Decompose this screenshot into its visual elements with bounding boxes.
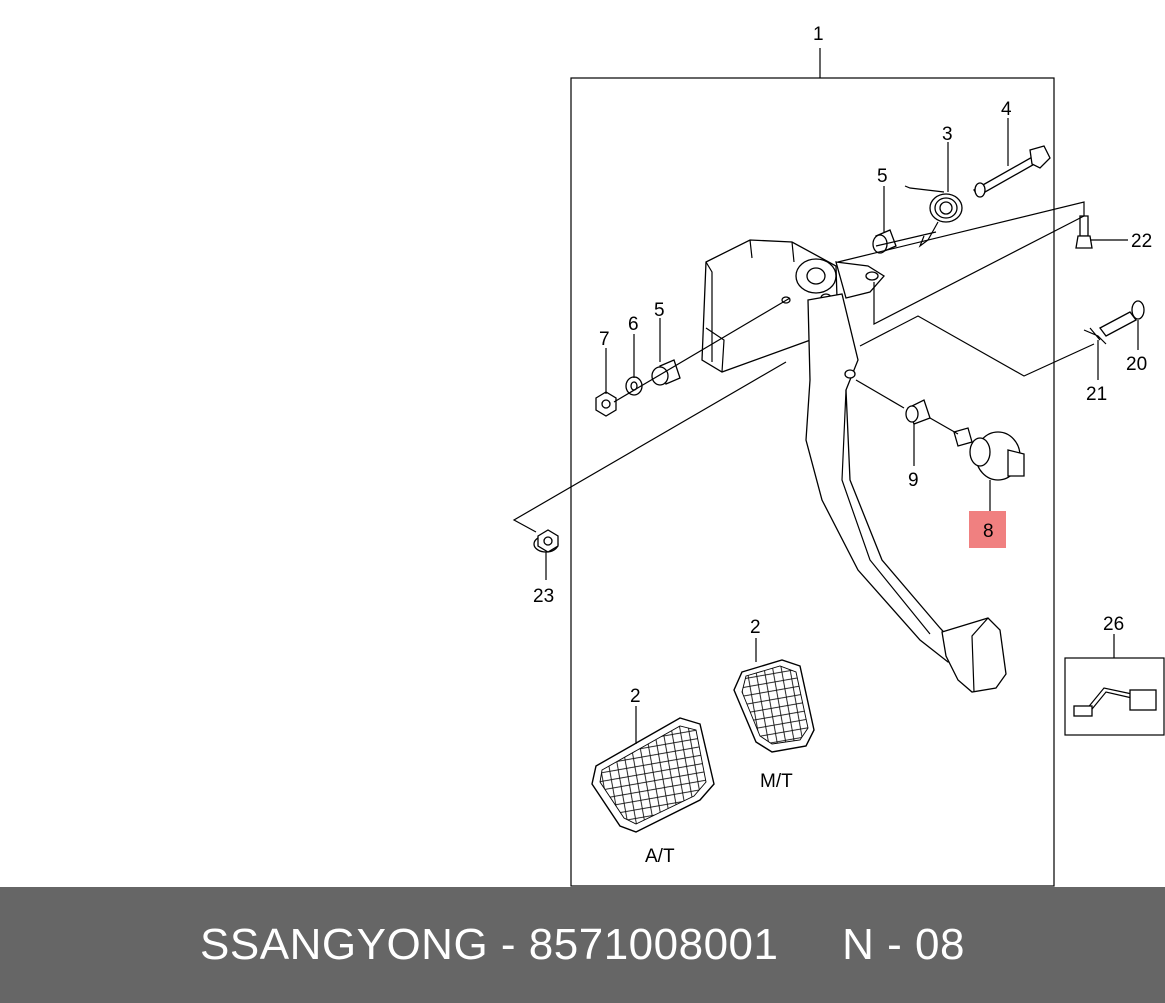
callout-22: 22 [1131, 231, 1152, 252]
stop-lamp-switch [953, 427, 1025, 481]
callout-1: 1 [813, 24, 824, 45]
highlight-callout-8 [969, 511, 1006, 548]
footer-separator: - [488, 920, 529, 969]
flange-bolt [1075, 215, 1093, 249]
callout-4: 4 [1001, 99, 1012, 120]
footer-brand: SSANGYONG [200, 920, 489, 969]
pivot-bolt [973, 145, 1051, 198]
callout-9: 9 [908, 470, 919, 491]
footer-part-number: 8571008001 [528, 920, 779, 969]
clevis-pin [1099, 300, 1145, 337]
label-at: A/T [645, 846, 675, 867]
callout-6: 6 [628, 314, 639, 335]
footer-page-ref: N - 08 [842, 920, 965, 969]
callout-2-mt: 2 [750, 617, 761, 638]
callout-7: 7 [599, 329, 610, 350]
return-spring [904, 185, 963, 248]
footer-gap [779, 920, 843, 970]
footer-bar: SSANGYONG - 8571008001 N - 08 [0, 887, 1165, 1003]
pedal-assembly [701, 239, 1007, 693]
callout-20: 20 [1126, 354, 1147, 375]
nut-7 [595, 391, 617, 417]
assembly-frame [570, 77, 1055, 887]
callout-3: 3 [942, 124, 953, 145]
flange-nut [533, 529, 559, 553]
label-mt: M/T [760, 771, 793, 792]
parts-diagram: 1 [512, 24, 1165, 887]
callout-5-left: 5 [654, 300, 665, 321]
callout-23: 23 [533, 586, 554, 607]
callout-21: 21 [1086, 384, 1107, 405]
pedal-pad-at [591, 717, 715, 833]
assembly-lines [512, 201, 1095, 533]
pedal-pad-mt [733, 659, 815, 753]
snap-clip [1083, 327, 1107, 345]
callout-5-top: 5 [877, 166, 888, 187]
stopper [905, 399, 931, 425]
callout-2-at: 2 [630, 686, 641, 707]
callout-8: 8 [983, 521, 994, 542]
bushing-left [651, 359, 681, 386]
bushing-top [872, 229, 897, 254]
callout-26: 26 [1103, 614, 1124, 635]
wiring-harness [1073, 687, 1157, 717]
